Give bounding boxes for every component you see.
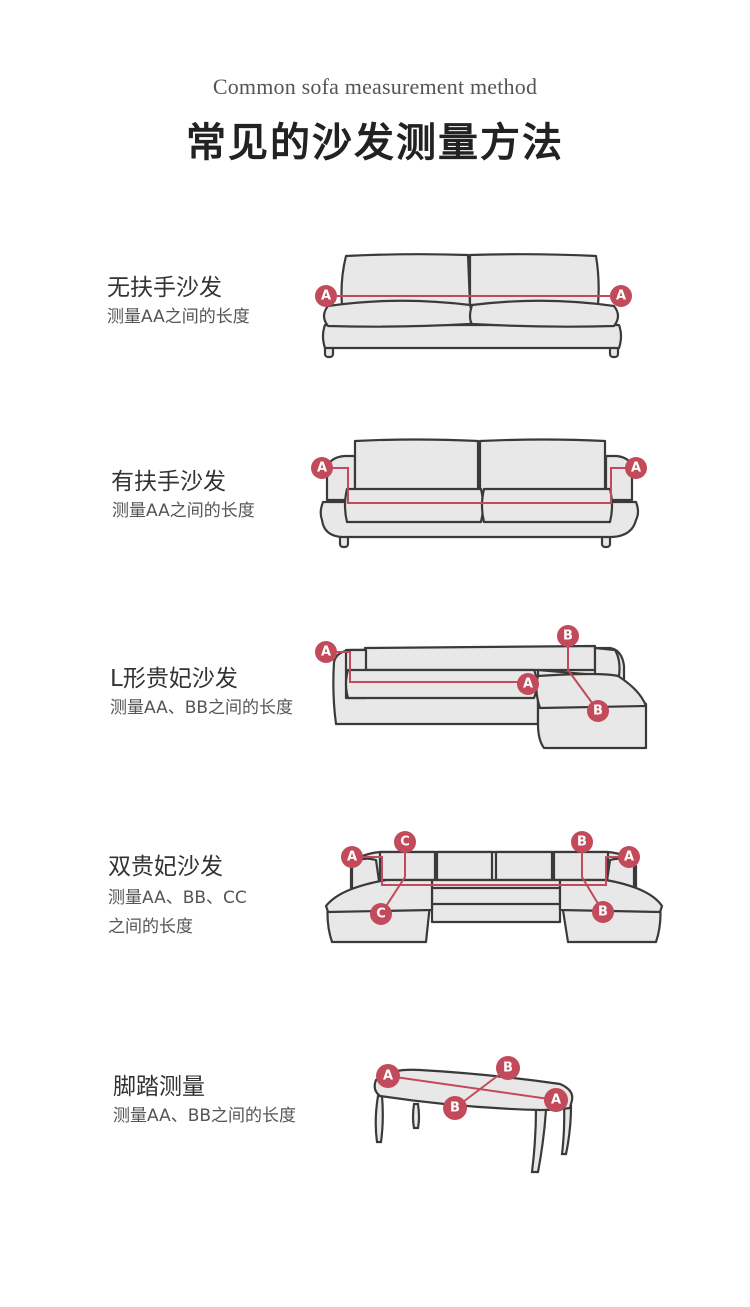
svg-text:A: A <box>624 850 634 865</box>
marker-b-top-4: B <box>571 831 593 853</box>
marker-a-right-2: A <box>625 457 647 479</box>
marker-a-left-3: A <box>315 641 337 663</box>
marker-a-right-3: A <box>517 673 539 695</box>
svg-text:C: C <box>376 907 386 922</box>
marker-a-right-4: A <box>618 846 640 868</box>
page-subtitle: Common sofa measurement method <box>212 74 538 99</box>
arm-sofa-illustration <box>319 438 640 549</box>
marker-a-left-2: A <box>311 457 333 479</box>
double-chaise-sofa-illustration <box>324 842 664 944</box>
section-double-chaise-sofa-label: 双贵妃沙发 <box>108 854 223 880</box>
section-double-chaise-sofa-desc-2: 之间的长度 <box>108 917 193 937</box>
marker-b-top-3: B <box>557 625 579 647</box>
section-armless-sofa-label: 无扶手沙发 <box>107 275 222 301</box>
svg-text:A: A <box>321 289 331 304</box>
marker-b-top-5: B <box>496 1056 520 1080</box>
section-l-chaise-sofa-desc: 测量AA、BB之间的长度 <box>110 698 294 718</box>
page-title: 常见的沙发测量方法 <box>186 120 564 166</box>
section-arm-sofa-label: 有扶手沙发 <box>111 469 226 495</box>
marker-c-bottom-4: C <box>370 903 392 925</box>
svg-text:A: A <box>383 1069 393 1084</box>
marker-a-left-4: A <box>341 846 363 868</box>
armless-sofa-illustration <box>321 253 623 359</box>
svg-text:A: A <box>321 645 331 660</box>
section-footstool-label: 脚踏测量 <box>113 1074 205 1100</box>
l-chaise-sofa-illustration <box>326 636 648 750</box>
svg-text:A: A <box>551 1093 561 1108</box>
section-double-chaise-sofa-desc: 测量AA、BB、CC <box>108 888 247 908</box>
svg-text:A: A <box>347 850 357 865</box>
footstool-illustration <box>373 1067 574 1174</box>
svg-text:B: B <box>503 1061 513 1076</box>
svg-text:C: C <box>400 835 410 850</box>
section-footstool-desc: 测量AA、BB之间的长度 <box>113 1106 297 1126</box>
svg-text:A: A <box>631 461 641 476</box>
marker-a-right-1: A <box>610 285 632 307</box>
svg-text:A: A <box>317 461 327 476</box>
marker-b-bottom-4: B <box>592 901 614 923</box>
svg-text:A: A <box>616 289 626 304</box>
marker-b-bottom-3: B <box>587 700 609 722</box>
svg-text:B: B <box>593 704 603 719</box>
marker-a-left-1: A <box>315 285 337 307</box>
svg-text:B: B <box>563 629 573 644</box>
marker-c-top-4: C <box>394 831 416 853</box>
svg-text:A: A <box>523 677 533 692</box>
section-l-chaise-sofa-label: L形贵妃沙发 <box>110 666 238 692</box>
svg-text:B: B <box>577 835 587 850</box>
marker-a-right-5: A <box>544 1088 568 1112</box>
section-arm-sofa-desc: 测量AA之间的长度 <box>112 501 255 521</box>
marker-a-left-5: A <box>376 1064 400 1088</box>
section-armless-sofa-desc: 测量AA之间的长度 <box>107 307 250 327</box>
svg-text:B: B <box>450 1101 460 1116</box>
marker-b-bottom-5: B <box>443 1096 467 1120</box>
svg-text:B: B <box>598 905 608 920</box>
